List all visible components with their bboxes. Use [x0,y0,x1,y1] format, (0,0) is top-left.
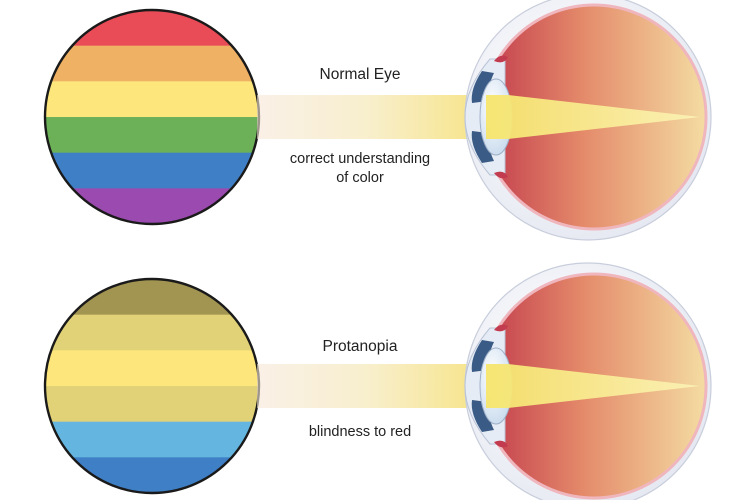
protanopia-title: Protanopia [322,338,398,355]
normal-stripe-4 [45,117,259,154]
normal-eye-title: Normal Eye [319,66,401,83]
normal-light-beam [257,95,500,139]
normal-focused-light [486,95,700,139]
protanopia-stripe-3 [45,350,259,387]
normal-eye-caption-line2: of color [336,170,384,186]
protanopia-eye-ciliary-upper [494,324,508,332]
normal-eye-caption-line1: correct understanding [289,151,431,167]
normal-stripe-5 [45,152,259,189]
normal-stripe-2 [45,45,259,82]
normal-eye-ciliary-lower [494,171,508,179]
protanopia-focused-light [486,364,700,408]
protanopia-stripe-2 [45,314,259,351]
protanopia-eye-ciliary-lower [494,440,508,448]
protanopia-eye-iris-lower [471,400,494,432]
normal-eye-ciliary-upper [494,55,508,63]
protanopia-light-beam [257,364,500,408]
protanopia-eye-iris-upper [471,340,494,372]
protanopia-caption: blindness to red [308,424,412,440]
protanopia-stripe-5 [45,421,259,458]
normal-stripe-3 [45,81,259,118]
protanopia-panel [43,262,712,500]
normal-eye-iris-upper [471,71,494,103]
protanopia-stripe-4 [45,386,259,423]
normal-eye-iris-lower [471,131,494,163]
normal-panel [43,0,712,241]
